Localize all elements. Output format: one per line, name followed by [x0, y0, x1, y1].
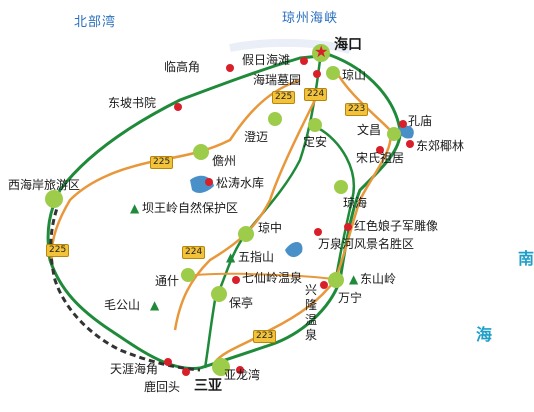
city-marker-baoting: [211, 286, 227, 302]
city-marker-tongshi: [181, 268, 195, 282]
city-sanya: 三亚: [194, 378, 222, 394]
city-qiongzhong: 琼中: [258, 221, 283, 235]
attraction-dot: [182, 368, 190, 376]
city-chengmai: 澄迈: [244, 130, 269, 144]
attraction-wanquanhe: 万泉河风景名胜区: [318, 237, 415, 251]
mountain-icon: ▲: [226, 250, 236, 264]
attraction-haiduiyuan: 海瑞墓园: [253, 73, 302, 87]
city-dingan: 定安: [303, 135, 328, 149]
haikou-marker: [312, 44, 330, 62]
road-shield-223-south: 223: [253, 330, 277, 343]
attraction-xinglong-wenquan: 兴隆温泉: [304, 283, 317, 342]
attraction-dot: [313, 70, 321, 78]
city-marker-sanya: [212, 358, 230, 376]
city-baoting: 保亭: [229, 296, 254, 310]
city-marker-qionghai: [334, 180, 348, 194]
capital-star-icon: ★: [314, 42, 329, 61]
sea-label-strait: 琼州海峡: [282, 11, 339, 26]
highway-south-cross: [194, 272, 339, 281]
road-shield-225-sw: 225: [46, 244, 70, 257]
attraction-dot: [406, 140, 414, 148]
road-shield-224-north: 224: [304, 88, 328, 101]
city-marker-dingan: [308, 118, 322, 132]
attraction-marker-xihaian: [45, 190, 63, 208]
mountain-icon: ▲: [150, 298, 160, 312]
mountain-wuzhishan: 五指山: [238, 250, 275, 264]
road-shield-225-north: 225: [272, 91, 296, 104]
city-wanning: 万宁: [338, 291, 363, 305]
road-shield-225-west: 225: [150, 156, 174, 169]
attraction-dot: [205, 178, 213, 186]
attraction-xihaian: 西海岸旅游区: [8, 178, 81, 192]
city-qionghai: 琼海: [343, 196, 368, 210]
mountain-dongshanling: 东山岭: [360, 272, 397, 286]
city-haikou: 海口: [334, 37, 362, 53]
sea-label-south: 南: [518, 249, 534, 268]
attraction-bawangling: 坝王岭自然保护区: [142, 201, 239, 215]
mountain-icon: ▲: [349, 272, 359, 286]
attraction-dongpo-shuyuan: 东坡书院: [108, 96, 157, 110]
city-marker-wenchang: [387, 127, 401, 141]
wenchang-water-shape: [398, 125, 414, 139]
attraction-dot: [232, 276, 240, 284]
attraction-kongmiao: 孔庙: [408, 114, 433, 128]
attraction-dot: [320, 281, 328, 289]
city-tongshi: 通什: [155, 274, 180, 288]
sea-label-north-bay: 北部湾: [74, 15, 117, 30]
attraction-dot: [300, 57, 308, 65]
railway-west: [49, 199, 201, 372]
attraction-dot: [174, 103, 182, 111]
attraction-songtao-shuiku: 松涛水库: [216, 176, 265, 190]
city-wenchang: 文昌: [357, 123, 382, 137]
attraction-dot: [314, 228, 322, 236]
road-shield-224-mid: 224: [182, 246, 206, 259]
attraction-dot: [376, 146, 384, 154]
attraction-hongse-niangzijun: 红色娘子军雕像: [354, 219, 439, 233]
attraction-qixianling: 七仙岭温泉: [242, 271, 303, 285]
attraction-dot: [236, 366, 244, 374]
attraction-yalongwan: 亚龙湾: [224, 368, 261, 382]
city-marker-danzhou: [193, 144, 209, 160]
attraction-tianya-haijiao: 天涯海角: [110, 362, 159, 376]
attraction-dot: [226, 64, 234, 72]
attraction-luhuitou: 鹿回头: [144, 380, 181, 394]
city-marker-wanning: [328, 272, 344, 288]
city-marker-chengmai: [268, 112, 282, 126]
attraction-songshi-zuju: 宋氏祖居: [356, 151, 405, 165]
city-danzhou: 儋州: [212, 154, 237, 168]
attraction-lingaojiao: 临高角: [164, 60, 201, 74]
mountain-icon: ▲: [130, 201, 140, 215]
sea-label-sea: 海: [476, 325, 493, 344]
attraction-dot: [399, 120, 407, 128]
city-marker-qiongshan: [326, 66, 340, 80]
wanquan-river-shape: [285, 241, 303, 258]
road-shield-223-north: 223: [345, 103, 369, 116]
city-marker-qiongzhong: [238, 226, 254, 242]
attraction-dongjiao-yelin: 东郊椰林: [416, 139, 465, 153]
attraction-jiari-haitan: 假日海滩: [242, 53, 291, 67]
attraction-dot: [344, 223, 352, 231]
city-qiongshan: 琼山: [342, 68, 367, 82]
strait-shade: [229, 38, 352, 54]
expressway-east-link: [317, 126, 355, 279]
attraction-dot: [164, 358, 172, 366]
mountain-maogongshan: 毛公山: [104, 298, 141, 312]
